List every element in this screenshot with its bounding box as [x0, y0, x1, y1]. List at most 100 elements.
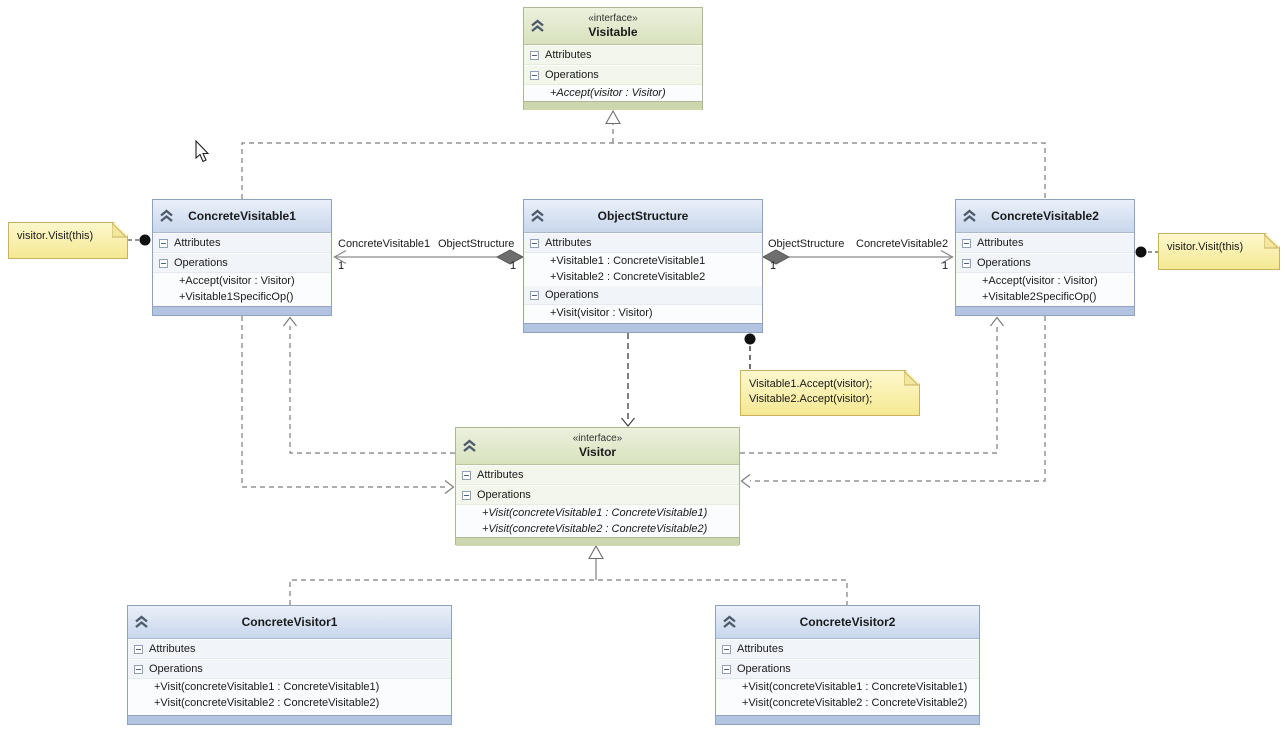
operations-section-row[interactable]: Operations	[456, 485, 739, 505]
collapse-chevron-icon[interactable]	[134, 615, 149, 629]
association-arrowhead-cv1	[333, 249, 347, 265]
collapse-chevron-icon[interactable]	[530, 209, 545, 223]
collapse-minus-icon[interactable]	[159, 258, 168, 268]
collapse-minus-icon[interactable]	[530, 70, 539, 80]
dependency-arrow-visitor-top	[620, 417, 636, 428]
class-footer-bar	[716, 715, 979, 724]
collapse-chevron-icon[interactable]	[530, 19, 545, 33]
class-name: ConcreteVisitable1	[188, 209, 296, 223]
note-text-line: Visitable2.Accept(visitor);	[749, 393, 873, 405]
collapse-minus-icon[interactable]	[462, 490, 471, 500]
collapse-minus-icon[interactable]	[722, 664, 731, 674]
class-name: ConcreteVisitable2	[991, 209, 1099, 223]
collapse-chevron-icon[interactable]	[722, 615, 737, 629]
attributes-section-row[interactable]: Attributes	[956, 233, 1134, 253]
operation-item: +Accept(visitor : Visitor)	[982, 275, 1098, 287]
note-visitable-accept[interactable]: Visitable1.Accept(visitor); Visitable2.A…	[740, 370, 920, 416]
concrete-visitor2-header[interactable]: ConcreteVisitor2	[716, 606, 979, 639]
collapse-chevron-icon[interactable]	[462, 439, 477, 453]
collapse-minus-icon[interactable]	[530, 290, 539, 300]
class-visitable[interactable]: «interface» Visitable Attributes Operati…	[523, 7, 703, 110]
attributes-section-row[interactable]: Attributes	[456, 465, 739, 485]
concrete-visitable1-header[interactable]: ConcreteVisitable1	[153, 200, 331, 233]
collapse-minus-icon[interactable]	[530, 50, 539, 60]
collapse-minus-icon[interactable]	[962, 258, 971, 268]
attributes-section-row[interactable]: Attributes	[153, 233, 331, 253]
operation-item: +Accept(visitor : Visitor)	[179, 275, 295, 287]
mouse-cursor	[195, 139, 210, 163]
multiplicity-right-1: 1	[770, 260, 777, 272]
multiplicity-right-2: 1	[942, 260, 949, 272]
note-fold-corner	[112, 223, 127, 238]
stereotype-label: «interface»	[572, 433, 623, 444]
note-text: visitor.Visit(this)	[17, 230, 94, 242]
class-name: Visitor	[578, 445, 617, 459]
operations-label: Operations	[174, 257, 228, 269]
collapse-minus-icon[interactable]	[530, 238, 539, 248]
class-visitor[interactable]: «interface» Visitor Attributes Operation…	[455, 427, 740, 546]
collapse-minus-icon[interactable]	[722, 644, 731, 654]
visitor-header[interactable]: «interface» Visitor	[456, 428, 739, 465]
operation-item: +Visit(concreteVisitable1 : ConcreteVisi…	[482, 507, 708, 519]
concrete-visitor1-header[interactable]: ConcreteVisitor1	[128, 606, 451, 639]
dependency-arrow-cv1-bottom	[283, 316, 297, 327]
note-visitor-visit-this-right[interactable]: visitor.Visit(this)	[1158, 233, 1280, 270]
realization-visitable-connector	[241, 124, 1046, 199]
class-footer-bar	[524, 101, 702, 110]
attributes-section-row[interactable]: Attributes	[716, 639, 979, 659]
stereotype-label: «interface»	[588, 13, 638, 24]
class-concrete-visitor2[interactable]: ConcreteVisitor2 Attributes Operations +…	[715, 605, 980, 725]
collapse-chevron-icon[interactable]	[962, 209, 977, 223]
aggregation-diamond-left	[495, 249, 525, 265]
attributes-section-row[interactable]: Attributes	[524, 45, 702, 65]
attributes-label: Attributes	[977, 237, 1024, 249]
operations-section-row[interactable]: Operations	[716, 659, 979, 679]
object-structure-header[interactable]: ObjectStructure	[524, 200, 762, 233]
realization-visitor-connector	[289, 579, 848, 605]
operation-item: +Accept(visitor : Visitor)	[550, 87, 666, 99]
operations-section-row[interactable]: Operations	[524, 65, 702, 85]
attributes-label: Attributes	[174, 237, 221, 249]
attributes-label: Attributes	[149, 643, 196, 655]
collapse-minus-icon[interactable]	[462, 470, 471, 480]
note-text: visitor.Visit(this)	[1167, 241, 1244, 253]
role-label-object-structure-left: ObjectStructure	[438, 238, 515, 250]
role-label-concrete-visitable1: ConcreteVisitable1	[338, 238, 431, 250]
operations-section-row[interactable]: Operations	[956, 253, 1134, 273]
class-object-structure[interactable]: ObjectStructure Attributes +Visitable1 :…	[523, 199, 763, 333]
dependency-arrow-visitor-left-lower	[444, 480, 455, 494]
class-footer-bar	[524, 323, 762, 332]
note-connector-left	[128, 234, 151, 246]
collapse-minus-icon[interactable]	[134, 664, 143, 674]
dependency-arrow-visitor-right-lower	[740, 474, 751, 488]
visitable-header[interactable]: «interface» Visitable	[524, 8, 702, 45]
operations-label: Operations	[545, 289, 599, 301]
class-footer-bar	[128, 715, 451, 724]
class-name: Visitable	[588, 25, 638, 39]
collapse-minus-icon[interactable]	[962, 238, 971, 248]
class-concrete-visitable1[interactable]: ConcreteVisitable1 Attributes Operations…	[152, 199, 332, 316]
class-name: ConcreteVisitor2	[799, 615, 896, 629]
operation-item: +Visitable2SpecificOp()	[982, 291, 1097, 303]
note-fold-corner	[1264, 234, 1279, 249]
operations-section-row[interactable]: Operations	[153, 253, 331, 273]
operations-section-row[interactable]: Operations	[128, 659, 451, 679]
dependency-visitor-cv2	[740, 326, 998, 454]
dependency-arrow-cv2-bottom	[990, 316, 1004, 327]
association-objectstructure-cv1	[333, 249, 525, 265]
note-connector-middle	[744, 333, 756, 370]
class-concrete-visitable2[interactable]: ConcreteVisitable2 Attributes Operations…	[955, 199, 1135, 316]
note-visitor-visit-this-left[interactable]: visitor.Visit(this)	[8, 222, 128, 259]
collapse-minus-icon[interactable]	[134, 644, 143, 654]
concrete-visitable2-header[interactable]: ConcreteVisitable2	[956, 200, 1134, 233]
attributes-section-row[interactable]: Attributes	[524, 233, 762, 253]
class-concrete-visitor1[interactable]: ConcreteVisitor1 Attributes Operations +…	[127, 605, 452, 725]
attributes-section-row[interactable]: Attributes	[128, 639, 451, 659]
association-arrowhead-cv2	[940, 249, 954, 265]
collapse-chevron-icon[interactable]	[159, 209, 174, 223]
attribute-item: +Visitable1 : ConcreteVisitable1	[550, 255, 706, 267]
operations-label: Operations	[545, 69, 599, 81]
collapse-minus-icon[interactable]	[159, 238, 168, 248]
operations-section-row[interactable]: Operations	[524, 285, 762, 305]
